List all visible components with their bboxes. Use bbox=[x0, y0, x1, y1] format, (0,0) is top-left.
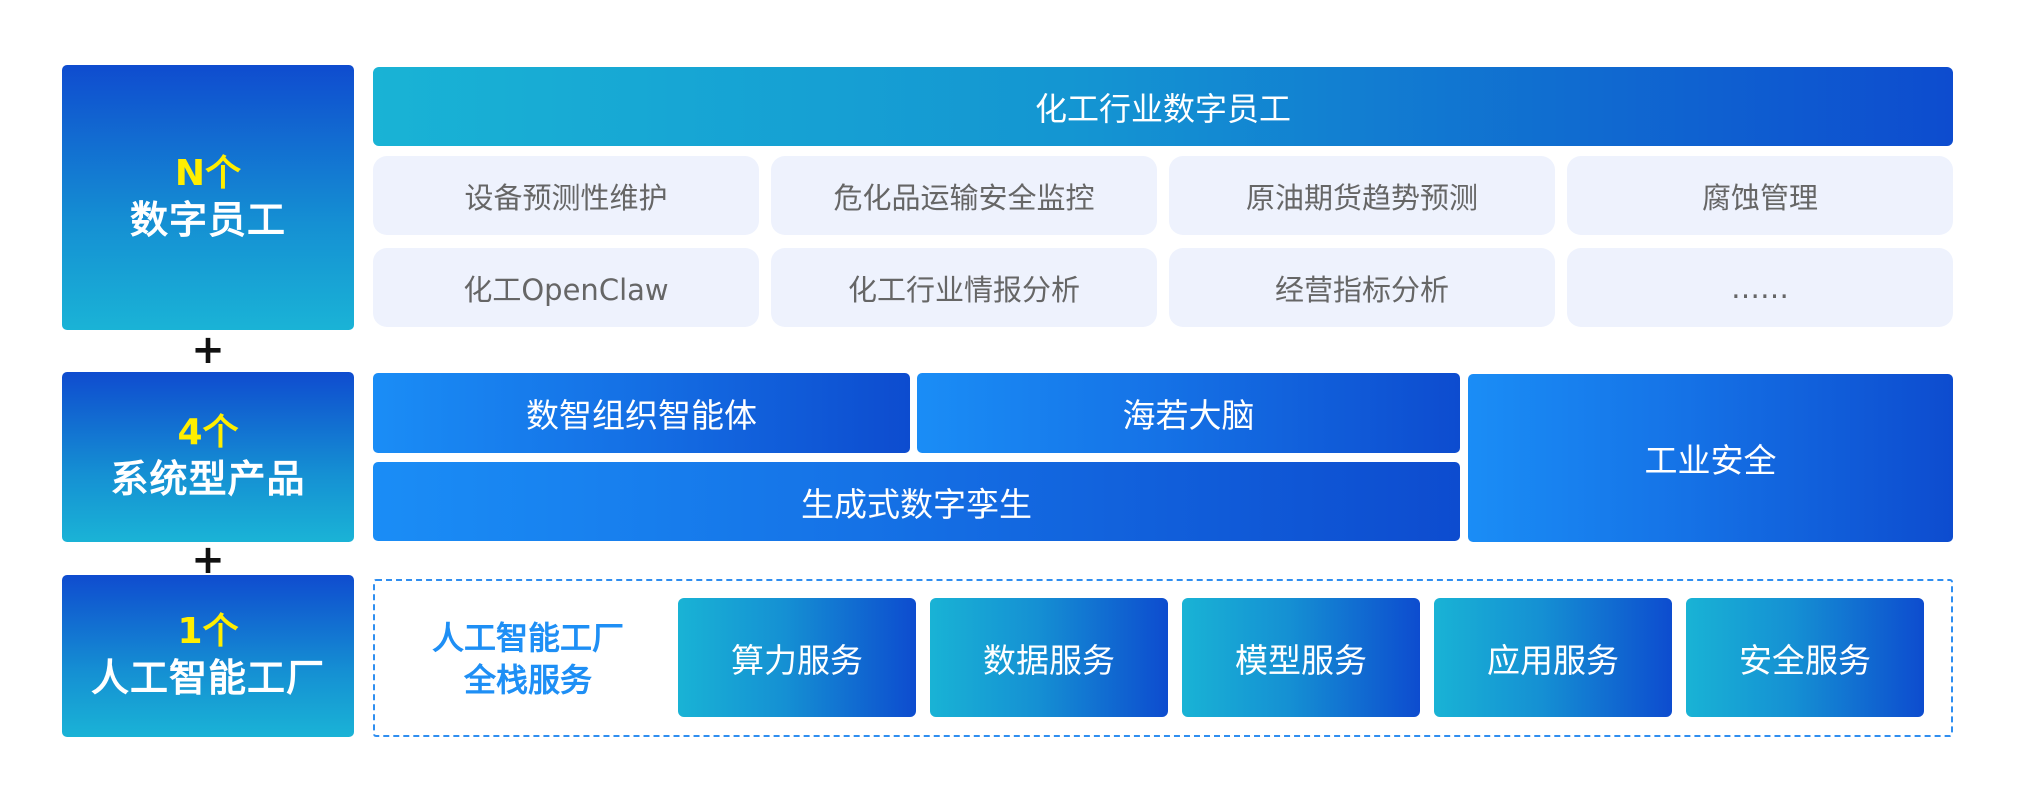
ai-factory-label-line2: 全栈服务 bbox=[463, 660, 592, 699]
plus-icon: + bbox=[191, 327, 225, 373]
product-digital-org-agent: 数智组织智能体 bbox=[373, 373, 910, 453]
tier-count: 1个 bbox=[177, 611, 239, 652]
tier-title: 人工智能工厂 bbox=[90, 656, 325, 700]
service-application: 应用服务 bbox=[1434, 598, 1672, 717]
employee-card-more: …… bbox=[1567, 248, 1953, 327]
tier-title: 系统型产品 bbox=[110, 457, 306, 501]
employee-card: 经营指标分析 bbox=[1169, 248, 1555, 327]
product-generative-digital-twin: 生成式数字孪生 bbox=[373, 462, 1460, 541]
tier-count: N个 bbox=[174, 152, 242, 194]
ai-factory-container bbox=[373, 579, 1953, 737]
service-security: 安全服务 bbox=[1686, 598, 1924, 717]
tier-count: 4个 bbox=[177, 412, 239, 453]
service-compute: 算力服务 bbox=[678, 598, 916, 717]
service-data: 数据服务 bbox=[930, 598, 1168, 717]
ai-factory-label-line1: 人工智能工厂 bbox=[431, 618, 624, 657]
employee-card: 设备预测性维护 bbox=[373, 156, 759, 235]
tier-ai-factory: 1个 人工智能工厂 bbox=[62, 575, 354, 737]
employee-card: 腐蚀管理 bbox=[1567, 156, 1953, 235]
tier-title: 数字员工 bbox=[129, 197, 286, 242]
employee-card: 危化品运输安全监控 bbox=[771, 156, 1157, 235]
product-industrial-safety: 工业安全 bbox=[1468, 374, 1953, 542]
employee-card: 化工OpenClaw bbox=[373, 248, 759, 327]
tier-system-products: 4个 系统型产品 bbox=[62, 372, 354, 542]
ai-factory-label: 人工智能工厂 全栈服务 bbox=[383, 600, 673, 717]
product-hairuo-brain: 海若大脑 bbox=[917, 373, 1460, 453]
digital-employees-header: 化工行业数字员工 bbox=[373, 67, 1953, 146]
service-model: 模型服务 bbox=[1182, 598, 1420, 717]
tier-digital-employees: N个 数字员工 bbox=[62, 65, 354, 330]
employee-card: 原油期货趋势预测 bbox=[1169, 156, 1555, 235]
employee-card: 化工行业情报分析 bbox=[771, 248, 1157, 327]
plus-icon: + bbox=[191, 537, 225, 583]
